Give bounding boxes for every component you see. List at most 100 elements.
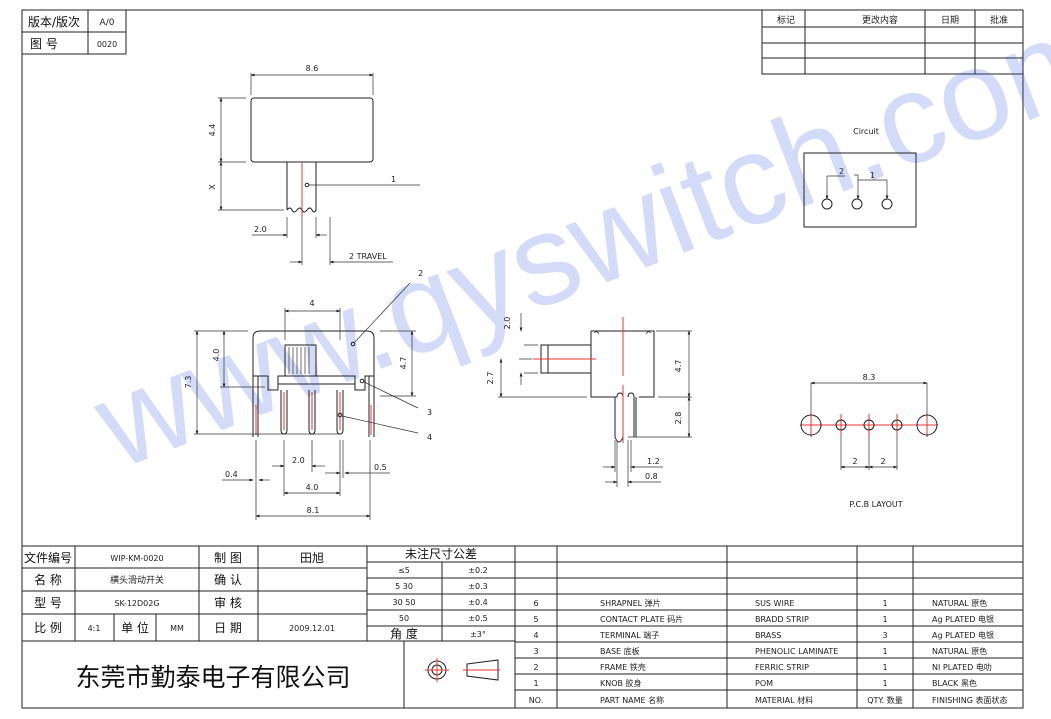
part-name: CONTACT PLATE 码片 bbox=[600, 614, 683, 624]
part-no: 6 bbox=[533, 599, 538, 608]
confirm-label: 确 认 bbox=[214, 573, 242, 587]
callout-1: 1 bbox=[391, 175, 396, 184]
parts-header-part-material: MATERIAL 材料 bbox=[755, 695, 813, 705]
projection-symbol bbox=[425, 658, 500, 682]
dim-side-d1: 2.0 bbox=[503, 317, 512, 330]
part-material: SUS WIRE bbox=[755, 599, 794, 608]
dim-width: 8.6 bbox=[306, 64, 319, 73]
unit-value: MM bbox=[170, 624, 184, 633]
dim-x: X bbox=[208, 184, 217, 190]
date-value: 2009.12.01 bbox=[289, 624, 335, 633]
scale-value: 4:1 bbox=[88, 624, 101, 633]
part-finishing: NATURAL 原色 bbox=[932, 646, 987, 656]
dim-knob-width: 4 bbox=[309, 299, 314, 308]
parts-header-part-name: PART NAME 名称 bbox=[600, 695, 664, 705]
side-view: 2.0 2.7 4.7 2.8 1.2 0.8 bbox=[486, 313, 692, 487]
dim-span: 4.0 bbox=[306, 483, 319, 492]
dim-side-d3: 4.7 bbox=[674, 360, 683, 373]
name-label: 名 称 bbox=[34, 572, 62, 587]
date-label: 日 期 bbox=[214, 621, 242, 635]
parts-header-part-qty: QTY. 数量 bbox=[867, 695, 903, 705]
dim-h2: 7.3 bbox=[184, 376, 193, 389]
circuit-label-1: 1 bbox=[870, 171, 875, 180]
callout-3: 3 bbox=[427, 408, 432, 417]
part-finishing: NATURAL 原色 bbox=[932, 598, 987, 608]
tol-range: 50 bbox=[399, 614, 409, 623]
title-block: 文件编号 WIP-KM-0020 名 称 横头滑动开关 型 号 SK-12D02… bbox=[22, 545, 1023, 708]
name-value: 横头滑动开关 bbox=[110, 574, 164, 586]
dim-travel: 2 TRAVEL bbox=[349, 252, 387, 261]
part-material: FERRIC STRIP bbox=[755, 663, 809, 672]
part-no: 5 bbox=[533, 615, 538, 624]
part-qty: 1 bbox=[882, 615, 887, 624]
pcb-pitch-2: 2 bbox=[880, 457, 885, 466]
company-name: 东莞市勤泰电子有限公司 bbox=[75, 663, 350, 692]
dim-pitch: 2.0 bbox=[292, 456, 305, 465]
part-no: 1 bbox=[533, 679, 538, 688]
tolerance-title: 未注尺寸公差 bbox=[405, 546, 477, 561]
circuit-label-2: 2 bbox=[839, 167, 844, 176]
tol-value: ±3° bbox=[470, 630, 486, 639]
tol-range: 30 50 bbox=[393, 598, 416, 607]
circuit-diagram: Circuit 2 1 bbox=[803, 127, 917, 228]
dim-side-d4: 2.8 bbox=[674, 412, 683, 425]
unit-label: 单 位 bbox=[121, 620, 149, 635]
tol-value: ±0.4 bbox=[468, 598, 487, 607]
drawn-label: 制 图 bbox=[214, 551, 242, 565]
part-qty: 1 bbox=[882, 663, 887, 672]
dim-pin-width: 0.4 bbox=[225, 470, 238, 479]
part-name: TERMINAL 端子 bbox=[599, 630, 659, 640]
part-name: BASE 底板 bbox=[600, 646, 640, 656]
tol-value: ±0.2 bbox=[468, 566, 487, 575]
part-qty: 3 bbox=[882, 631, 887, 640]
pcb-span: 8.3 bbox=[863, 373, 876, 382]
part-finishing: Ag PLATED 电银 bbox=[932, 614, 994, 624]
parts-header-part-finishing: FINISHING 表面状态 bbox=[932, 695, 1007, 705]
rev-header-content: 更改内容 bbox=[862, 14, 898, 26]
pcb-title: P.C.B LAYOUT bbox=[849, 500, 902, 509]
tol-value: ±0.3 bbox=[468, 582, 487, 591]
watermark: www.qyswitch.com bbox=[76, 0, 1051, 496]
part-material: POM bbox=[755, 679, 773, 688]
callout-2: 2 bbox=[418, 269, 423, 278]
version-value: A/0 bbox=[100, 18, 115, 28]
part-no: 4 bbox=[533, 631, 538, 640]
part-finishing: NI PLATED 电叻 bbox=[932, 662, 992, 672]
pcb-pitch-1: 2 bbox=[852, 457, 857, 466]
part-material: BRASS bbox=[755, 631, 781, 640]
part-finishing: BLACK 黑色 bbox=[932, 678, 977, 688]
review-label: 审 核 bbox=[214, 595, 242, 610]
tolerance-rows: ≤5 ±0.2 5 30 ±0.3 30 50 ±0.4 50 ±0.5 角 度… bbox=[390, 566, 488, 641]
dim-side-d2: 2.7 bbox=[486, 372, 495, 385]
dim-pin-gap: 0.5 bbox=[374, 463, 387, 472]
drawn-value: 田旭 bbox=[300, 551, 324, 565]
part-qty: 1 bbox=[882, 647, 887, 656]
part-qty: 1 bbox=[882, 599, 887, 608]
front-view: 4 4.0 7.3 4.7 2.0 0.4 0.5 4.0 8.1 2 3 4 bbox=[184, 269, 432, 520]
part-material: PHENOLIC LAMINATE bbox=[755, 647, 838, 656]
part-qty: 1 bbox=[882, 679, 887, 688]
part-finishing: Ag PLATED 电银 bbox=[932, 630, 994, 640]
drawing-no-label: 图 号 bbox=[30, 37, 58, 51]
revision-table: 标记 更改内容 日期 批准 bbox=[761, 10, 1023, 75]
part-material: BRADD STRIP bbox=[755, 615, 809, 624]
dim-h1: 4.0 bbox=[212, 349, 221, 362]
rev-header-date: 日期 bbox=[941, 15, 959, 26]
version-label: 版本/版次 bbox=[28, 15, 80, 29]
top-view: 8.6 4.4 X 1 2.0 2 TRAVEL bbox=[208, 64, 420, 265]
pcb-layout: 8.3 2 2 P.C.B LAYOUT bbox=[800, 373, 938, 509]
model-value: SK-12D02G bbox=[114, 599, 159, 608]
rev-header-approve: 批准 bbox=[990, 14, 1008, 26]
callout-4: 4 bbox=[427, 433, 432, 442]
version-box: 版本/版次 A/0 图 号 0020 bbox=[22, 10, 127, 55]
dim-side-d5: 1.2 bbox=[647, 457, 660, 466]
parts-header-part-no: NO. bbox=[529, 696, 544, 705]
dim-stem: 2.0 bbox=[254, 225, 267, 234]
sheet-frame bbox=[21, 9, 1024, 709]
file-no-label: 文件编号 bbox=[24, 550, 72, 565]
dim-side-d6: 0.8 bbox=[645, 472, 658, 481]
part-no: 3 bbox=[533, 647, 538, 656]
dim-height: 4.4 bbox=[208, 124, 217, 137]
